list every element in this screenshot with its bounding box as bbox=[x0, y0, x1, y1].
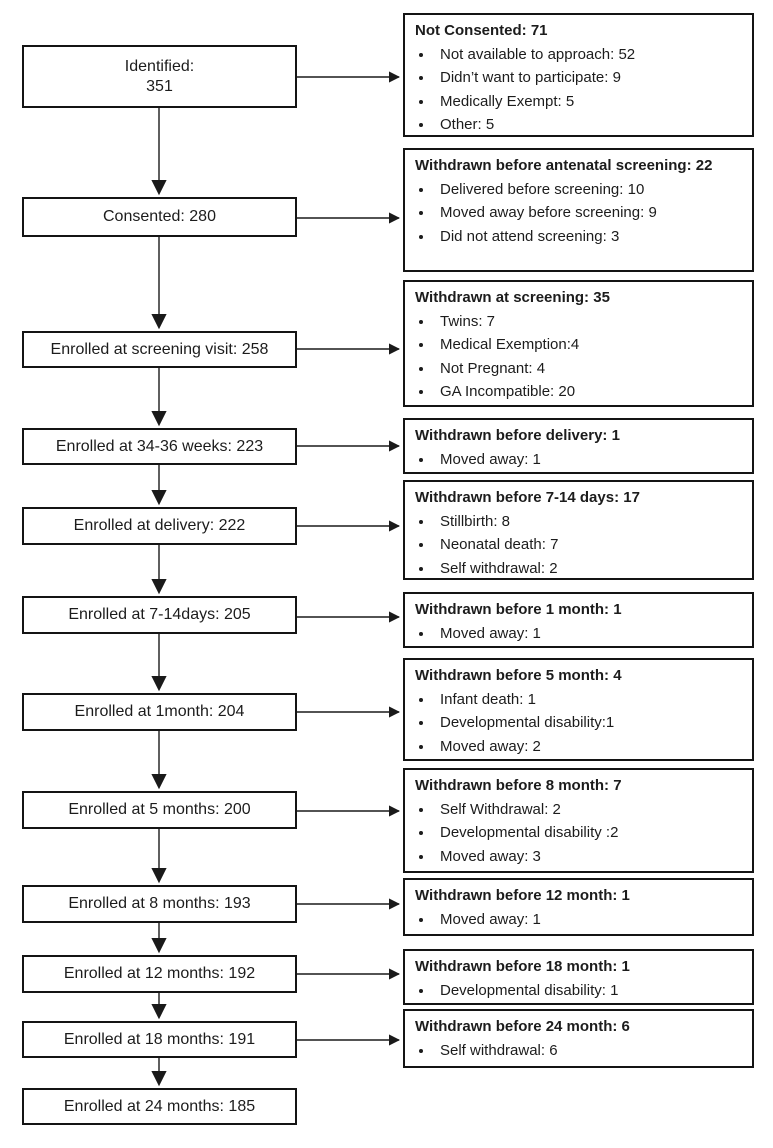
flow-step-label: Enrolled at 34-36 weeks: 223 bbox=[55, 437, 264, 455]
flow-step-label: Enrolled at 7-14days: 205 bbox=[68, 606, 251, 623]
flow-step-label: Enrolled at screening visit: 258 bbox=[50, 340, 269, 358]
withdrawal-title: Withdrawn before antenatal screening: 22 bbox=[415, 157, 713, 174]
withdrawal-item: Not available to approach: 52 bbox=[434, 43, 744, 66]
flow-step-consented: Consented: 280 bbox=[22, 197, 297, 237]
withdrawal-title: Withdrawn before 1 month: 1 bbox=[415, 601, 622, 618]
withdrawal-list: Self withdrawal: 6 bbox=[415, 1039, 744, 1062]
withdrawal-item: Stillbirth: 8 bbox=[434, 510, 744, 533]
withdrawal-list: Stillbirth: 8 Neonatal death: 7 Self wit… bbox=[415, 510, 744, 580]
withdrawal-box-before-24-month: Withdrawn before 24 month: 6 Self withdr… bbox=[403, 1009, 754, 1068]
withdrawal-item: Moved away: 1 bbox=[434, 448, 744, 471]
withdrawal-item: Self Withdrawal: 2 bbox=[434, 798, 744, 821]
withdrawal-list: Self Withdrawal: 2 Developmental disabil… bbox=[415, 798, 744, 868]
flow-step-value: 351 bbox=[146, 77, 173, 95]
withdrawal-box-before-18-month: Withdrawn before 18 month: 1 Development… bbox=[403, 949, 754, 1005]
withdrawal-item: Did not attend screening: 3 bbox=[434, 225, 744, 248]
withdrawal-item: GA Incompatible: 20 bbox=[434, 380, 744, 403]
withdrawal-item: Moved away: 3 bbox=[434, 845, 744, 868]
flow-step-8-months: Enrolled at 8 months: 193 bbox=[22, 885, 297, 923]
withdrawal-box-before-8-month: Withdrawn before 8 month: 7 Self Withdra… bbox=[403, 768, 754, 873]
withdrawal-list: Infant death: 1 Developmental disability… bbox=[415, 688, 744, 758]
withdrawal-item: Twins: 7 bbox=[434, 310, 744, 333]
flow-step-label: Enrolled at 5 months: 200 bbox=[68, 801, 251, 818]
flow-step-12-months: Enrolled at 12 months: 192 bbox=[22, 955, 297, 993]
withdrawal-box-before-antenatal-screening: Withdrawn before antenatal screening: 22… bbox=[403, 148, 754, 272]
withdrawal-item: Moved away: 1 bbox=[434, 622, 744, 645]
flow-step-label: Identified: bbox=[124, 57, 195, 75]
withdrawal-list: Moved away: 1 bbox=[415, 622, 744, 645]
flow-step-1-month: Enrolled at 1month: 204 bbox=[22, 693, 297, 731]
withdrawal-box-not-consented: Not Consented: 71 Not available to appro… bbox=[403, 13, 754, 137]
withdrawal-item: Medically Exempt: 5 bbox=[434, 90, 744, 113]
flow-step-delivery: Enrolled at delivery: 222 bbox=[22, 507, 297, 545]
flow-step-5-months: Enrolled at 5 months: 200 bbox=[22, 791, 297, 829]
withdrawal-item: Developmental disability :2 bbox=[434, 821, 744, 844]
withdrawal-item: Moved away: 2 bbox=[434, 735, 744, 758]
withdrawal-box-before-12-month: Withdrawn before 12 month: 1 Moved away:… bbox=[403, 878, 754, 936]
withdrawal-title: Withdrawn at screening: 35 bbox=[415, 289, 610, 306]
flow-step-label: Enrolled at 12 months: 192 bbox=[63, 965, 256, 982]
withdrawal-list: Delivered before screening: 10 Moved awa… bbox=[415, 178, 744, 248]
flow-step-18-months: Enrolled at 18 months: 191 bbox=[22, 1021, 297, 1058]
withdrawal-item: Medical Exemption:4 bbox=[434, 333, 744, 356]
flow-step-24-months: Enrolled at 24 months: 185 bbox=[22, 1088, 297, 1125]
withdrawal-item: Not Pregnant: 4 bbox=[434, 357, 744, 380]
withdrawal-title: Withdrawn before 8 month: 7 bbox=[415, 777, 622, 794]
withdrawal-item: Delivered before screening: 10 bbox=[434, 178, 744, 201]
withdrawal-list: Developmental disability: 1 bbox=[415, 979, 744, 1002]
withdrawal-title: Withdrawn before 5 month: 4 bbox=[415, 667, 622, 684]
withdrawal-item: Neonatal death: 7 bbox=[434, 533, 744, 556]
withdrawal-item: Infant death: 1 bbox=[434, 688, 744, 711]
withdrawal-list: Not available to approach: 52 Didn’t wan… bbox=[415, 43, 744, 136]
withdrawal-item: Moved away: 1 bbox=[434, 908, 744, 931]
flow-step-label: Enrolled at 1month: 204 bbox=[74, 703, 245, 720]
flow-step-label: Consented: 280 bbox=[103, 208, 216, 225]
withdrawal-box-at-screening: Withdrawn at screening: 35 Twins: 7 Medi… bbox=[403, 280, 754, 407]
withdrawal-title: Withdrawn before 18 month: 1 bbox=[415, 958, 630, 975]
flow-step-label: Enrolled at delivery: 222 bbox=[73, 517, 246, 534]
flow-step-label: Enrolled at 24 months: 185 bbox=[63, 1097, 256, 1115]
withdrawal-list: Moved away: 1 bbox=[415, 448, 744, 471]
withdrawal-item: Didn’t want to participate: 9 bbox=[434, 66, 744, 89]
withdrawal-title: Withdrawn before delivery: 1 bbox=[415, 427, 620, 444]
withdrawal-title: Withdrawn before 7-14 days: 17 bbox=[415, 489, 640, 506]
withdrawal-item: Self withdrawal: 6 bbox=[434, 1039, 744, 1062]
withdrawal-box-before-5-month: Withdrawn before 5 month: 4 Infant death… bbox=[403, 658, 754, 761]
flow-step-34-36-weeks: Enrolled at 34-36 weeks: 223 bbox=[22, 428, 297, 465]
withdrawal-title: Not Consented: 71 bbox=[415, 22, 548, 39]
flow-step-label: Enrolled at 18 months: 191 bbox=[63, 1030, 256, 1048]
withdrawal-list: Moved away: 1 bbox=[415, 908, 744, 931]
withdrawal-box-before-7-14-days: Withdrawn before 7-14 days: 17 Stillbirt… bbox=[403, 480, 754, 580]
flow-step-7-14-days: Enrolled at 7-14days: 205 bbox=[22, 596, 297, 634]
withdrawal-title: Withdrawn before 24 month: 6 bbox=[415, 1018, 630, 1035]
withdrawal-item: Other: 5 bbox=[434, 113, 744, 136]
flow-step-screening-visit: Enrolled at screening visit: 258 bbox=[22, 331, 297, 368]
flow-step-identified: Identified: 351 bbox=[22, 45, 297, 108]
withdrawal-item: Self withdrawal: 2 bbox=[434, 557, 744, 580]
withdrawal-list: Twins: 7 Medical Exemption:4 Not Pregnan… bbox=[415, 310, 744, 403]
flow-step-label: Enrolled at 8 months: 193 bbox=[68, 895, 251, 912]
withdrawal-box-before-delivery: Withdrawn before delivery: 1 Moved away:… bbox=[403, 418, 754, 474]
withdrawal-item: Developmental disability:1 bbox=[434, 711, 744, 734]
withdrawal-item: Moved away before screening: 9 bbox=[434, 201, 744, 224]
withdrawal-box-before-1-month: Withdrawn before 1 month: 1 Moved away: … bbox=[403, 592, 754, 648]
withdrawal-item: Developmental disability: 1 bbox=[434, 979, 744, 1002]
withdrawal-title: Withdrawn before 12 month: 1 bbox=[415, 887, 630, 904]
